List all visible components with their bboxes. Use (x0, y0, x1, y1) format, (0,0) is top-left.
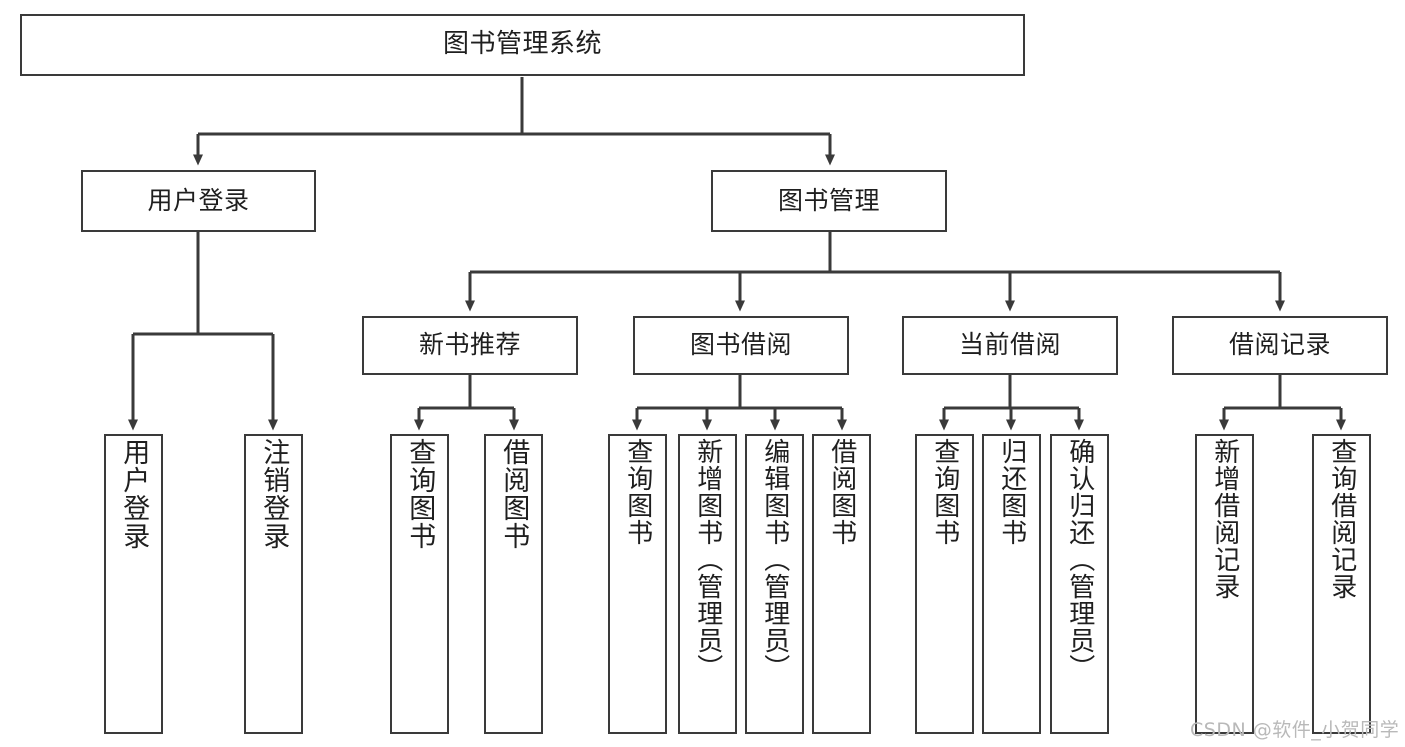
leaf-new-book-query[interactable]: 查询图书 (390, 434, 449, 734)
node-label: 借阅记录 (1228, 330, 1331, 360)
node-new-book-recommend[interactable]: 新书推荐 (362, 316, 578, 375)
node-label: 图书管理 (777, 185, 880, 215)
leaf-current-borrow-confirm-return[interactable]: 确认归还（管理员） (1050, 434, 1109, 734)
node-label: 注销登录 (258, 438, 290, 550)
node-label: 新增借阅记录 (1209, 438, 1240, 600)
leaf-current-borrow-query[interactable]: 查询图书 (915, 434, 974, 734)
node-label: 归还图书 (996, 438, 1027, 546)
node-book-management[interactable]: 图书管理 (711, 170, 947, 232)
node-borrow-record[interactable]: 借阅记录 (1172, 316, 1388, 375)
leaf-book-borrow-borrow[interactable]: 借阅图书 (812, 434, 871, 734)
leaf-book-borrow-query[interactable]: 查询图书 (608, 434, 667, 734)
node-label: 借阅图书 (498, 438, 530, 550)
node-current-borrow[interactable]: 当前借阅 (902, 316, 1118, 375)
node-label: 编辑图书（管理员） (759, 438, 790, 681)
node-label: 确认归还（管理员） (1064, 438, 1095, 681)
leaf-user-login-signout[interactable]: 注销登录 (244, 434, 303, 734)
node-label: 借阅图书 (826, 438, 857, 546)
node-label: 当前借阅 (958, 330, 1061, 360)
leaf-borrow-record-query[interactable]: 查询借阅记录 (1312, 434, 1371, 734)
node-label: 查询图书 (622, 438, 653, 546)
node-label: 查询图书 (404, 438, 436, 550)
node-user-login[interactable]: 用户登录 (81, 170, 316, 232)
node-label: 用户登录 (118, 438, 150, 550)
node-label: 图书借阅 (689, 330, 792, 360)
node-root-system[interactable]: 图书管理系统 (20, 14, 1025, 76)
node-label: 图书管理系统 (442, 29, 602, 60)
node-label: 用户登录 (147, 185, 250, 215)
node-label: 查询借阅记录 (1326, 438, 1357, 600)
node-label: 新增图书（管理员） (692, 438, 723, 681)
leaf-book-borrow-add[interactable]: 新增图书（管理员） (678, 434, 737, 734)
leaf-current-borrow-return[interactable]: 归还图书 (982, 434, 1041, 734)
node-book-borrow[interactable]: 图书借阅 (633, 316, 849, 375)
leaf-user-login-signin[interactable]: 用户登录 (104, 434, 163, 734)
leaf-book-borrow-edit[interactable]: 编辑图书（管理员） (745, 434, 804, 734)
watermark: CSDN @软件_小贺同学 (1190, 719, 1400, 741)
leaf-new-book-borrow[interactable]: 借阅图书 (484, 434, 543, 734)
leaf-borrow-record-add[interactable]: 新增借阅记录 (1195, 434, 1254, 734)
node-label: 查询图书 (929, 438, 960, 546)
node-label: 新书推荐 (418, 330, 521, 360)
